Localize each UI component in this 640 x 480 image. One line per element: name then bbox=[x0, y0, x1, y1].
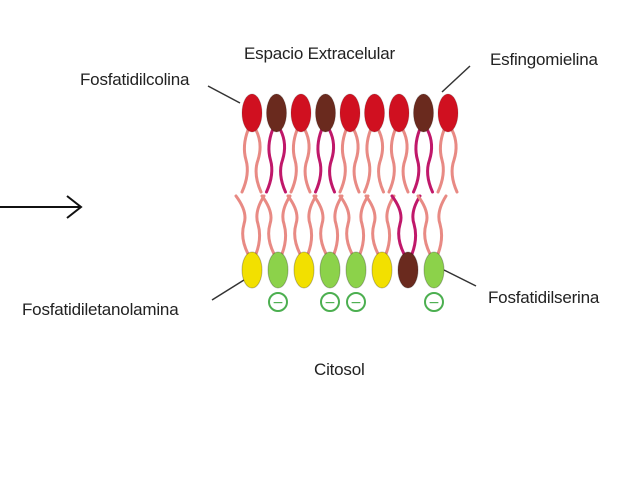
lipid-tail bbox=[416, 194, 432, 256]
phosphatidylethanolamine-head bbox=[241, 251, 263, 289]
lipid-tail bbox=[312, 194, 328, 256]
lipid-tail bbox=[314, 128, 323, 194]
svg-text:−: − bbox=[272, 295, 284, 311]
phosphatidylserine-head bbox=[345, 251, 367, 289]
phosphatidylethanolamine-head bbox=[371, 251, 393, 289]
lipid-tail bbox=[401, 128, 410, 194]
arrow-icon bbox=[0, 195, 83, 219]
outer-leaflet-tails bbox=[240, 128, 459, 194]
negative-charge: − bbox=[320, 292, 340, 312]
extracellular-label: Espacio Extracelular bbox=[244, 44, 395, 63]
phosphatidylserine-head bbox=[267, 251, 289, 289]
lipid-tail bbox=[358, 194, 370, 256]
lipid-tail bbox=[426, 128, 434, 194]
outer-leaflet bbox=[241, 93, 459, 133]
lipid-tail bbox=[286, 194, 302, 256]
svg-text:−: − bbox=[324, 295, 336, 311]
phosphatidylserine-head bbox=[319, 251, 341, 289]
lipid-tail bbox=[436, 128, 446, 194]
leader-line bbox=[211, 279, 245, 301]
phosphatidylserine-head bbox=[423, 251, 445, 289]
charges: −−−− bbox=[268, 292, 444, 312]
lipid-tail bbox=[364, 194, 380, 256]
lipid-tail bbox=[265, 128, 274, 194]
sphingomyelin-head bbox=[315, 93, 336, 133]
sphingomyelin-head bbox=[266, 93, 287, 133]
lipid-tail bbox=[352, 128, 361, 194]
lipid-tail bbox=[338, 128, 348, 194]
sphingomyelin-label: Esfingomielina bbox=[490, 50, 598, 69]
phosphatidylcholine-head bbox=[339, 93, 361, 133]
lipid-tail bbox=[234, 194, 250, 256]
phosphatidylethanolamine-head bbox=[293, 251, 315, 289]
lipid-tail bbox=[303, 128, 312, 194]
lipid-tail bbox=[410, 194, 422, 256]
negative-charge: − bbox=[268, 292, 288, 312]
lipid-tail bbox=[306, 194, 318, 256]
sphingomyelin-head bbox=[397, 251, 419, 289]
negative-charge: − bbox=[346, 292, 366, 312]
inner-leaflet bbox=[241, 251, 445, 289]
leader-line bbox=[207, 85, 241, 104]
svg-text:−: − bbox=[428, 295, 440, 311]
phosphatidylcholine-label: Fosfatidilcolina bbox=[80, 70, 190, 89]
lipid-tail bbox=[436, 194, 448, 256]
phosphatidylethanolamine-label: Fosfatidiletanolamina bbox=[22, 300, 179, 319]
lipid-tail bbox=[280, 194, 292, 256]
cytosol-label: Citosol bbox=[314, 360, 365, 379]
leader-line bbox=[441, 65, 471, 93]
leader-lines bbox=[207, 65, 477, 301]
phosphatidylcholine-head bbox=[364, 93, 385, 133]
lipid-tail bbox=[254, 128, 263, 194]
lipid-tail bbox=[332, 194, 344, 256]
sphingomyelin-head bbox=[413, 93, 434, 133]
negative-charge: − bbox=[424, 292, 444, 312]
inner-leaflet-tails bbox=[234, 194, 448, 256]
lipid-tail bbox=[240, 128, 250, 194]
lipid-tail bbox=[260, 194, 276, 256]
phosphatidylserine-label: Fosfatidilserina bbox=[488, 288, 600, 307]
phosphatidylcholine-head bbox=[241, 93, 263, 133]
lipid-tail bbox=[450, 128, 459, 194]
lipid-tail bbox=[254, 194, 266, 256]
lipid-tail bbox=[387, 128, 397, 194]
lipid-tail bbox=[412, 128, 421, 194]
lipid-tail bbox=[384, 194, 396, 256]
phosphatidylcholine-head bbox=[290, 93, 312, 133]
lipid-tail bbox=[279, 128, 287, 194]
lipid-tail bbox=[328, 128, 336, 194]
lipid-tail bbox=[377, 128, 385, 194]
leader-line bbox=[443, 269, 477, 287]
lipid-tail bbox=[338, 194, 354, 256]
lipid-tail bbox=[289, 128, 299, 194]
phosphatidylcholine-head bbox=[388, 93, 410, 133]
lipid-tail bbox=[390, 194, 406, 256]
lipid-tail bbox=[363, 128, 372, 194]
phosphatidylcholine-head bbox=[437, 93, 459, 133]
svg-text:−: − bbox=[350, 295, 362, 311]
